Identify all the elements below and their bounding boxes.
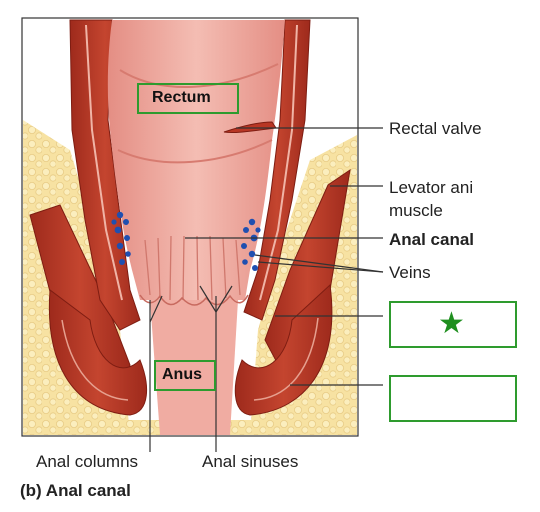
leader-lines: [149, 127, 384, 452]
rectum-label: Rectum: [152, 89, 211, 106]
veins: [111, 211, 261, 271]
anal-canal-label: Anal canal: [389, 230, 475, 249]
answer-box-blank[interactable]: [389, 375, 517, 422]
rectal-valve-label: Rectal valve: [389, 119, 482, 138]
levator-ani-label-line2: muscle: [389, 201, 443, 220]
star-icon: ★: [438, 307, 465, 340]
rectum-label-box: [137, 83, 239, 114]
figure-caption: (b) Anal canal: [20, 481, 131, 500]
anus-label-box: [154, 360, 216, 391]
veins-label: Veins: [389, 263, 431, 282]
external-sphincter: [48, 283, 333, 416]
anal-columns-folds: [139, 235, 249, 306]
rectal-wall: [69, 19, 311, 331]
anal-sinuses-label: Anal sinuses: [202, 452, 299, 471]
anus-label: Anus: [162, 366, 202, 383]
levator-ani-label-line1: Levator ani: [389, 178, 474, 197]
answer-box-star[interactable]: [389, 301, 517, 348]
anal-columns-label: Anal columns: [36, 452, 139, 471]
